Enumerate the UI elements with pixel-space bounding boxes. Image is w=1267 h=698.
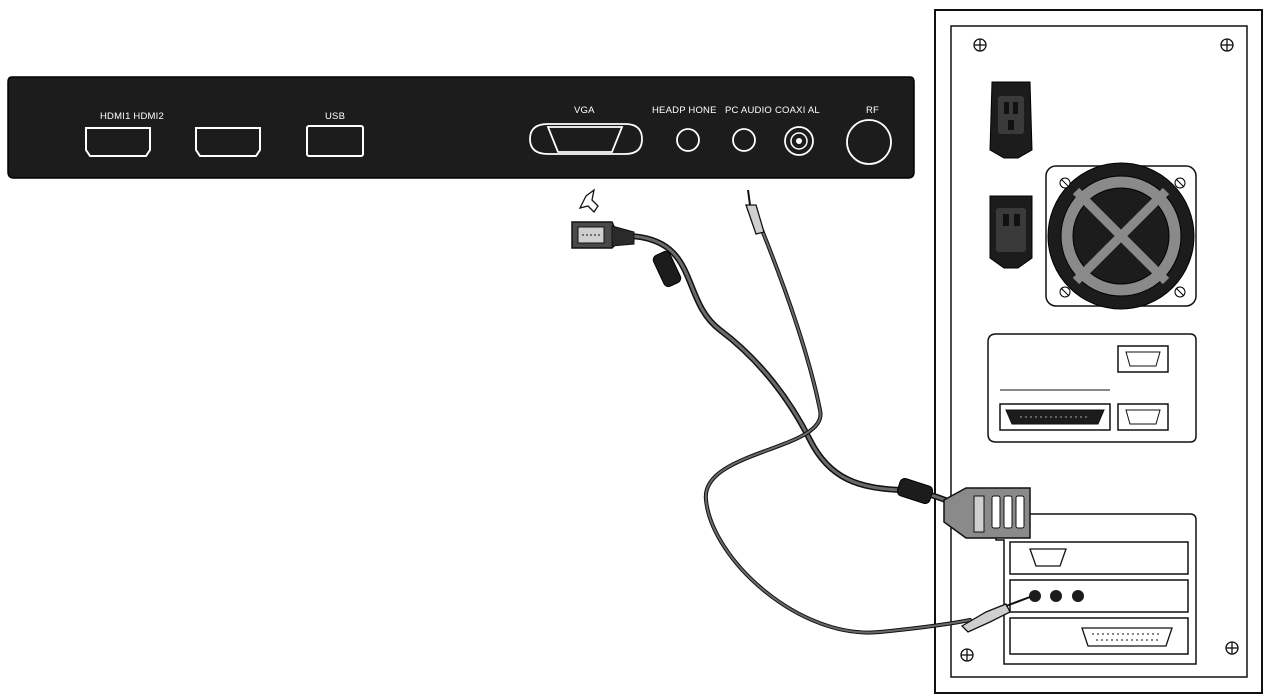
- coaxial-jack: [784, 126, 814, 156]
- power-socket-icon: [989, 195, 1033, 269]
- vga-plug-tv: [571, 221, 635, 249]
- pc-audio-jack: [732, 128, 756, 152]
- ferrite-bead: [896, 477, 934, 505]
- audio-plug-tv: [745, 189, 765, 235]
- label-coaxial: COAXI AL: [775, 105, 820, 116]
- ferrite-bead: [652, 250, 682, 288]
- vga-port: [529, 123, 643, 155]
- parallel-port: [999, 403, 1111, 431]
- audio-jack: [1050, 590, 1062, 602]
- usb-port: [306, 125, 364, 157]
- audio-jack: [1029, 590, 1041, 602]
- tv-panel-body: [7, 76, 915, 179]
- hdmi1-port: [85, 127, 151, 157]
- headphone-jack: [676, 128, 700, 152]
- label-usb: USB: [325, 111, 345, 122]
- insert-arrow-icon: [578, 188, 599, 214]
- label-pc-audio: PC AUDIO: [725, 105, 772, 116]
- tv-back-panel: HDMI1 HDMI2 USB VGA HEADP HONE PC AUDIO …: [7, 76, 915, 179]
- rf-jack: [846, 119, 892, 165]
- label-hdmi: HDMI1 HDMI2: [100, 111, 164, 122]
- screw-icon: [973, 38, 987, 52]
- expansion-slots: [995, 513, 1197, 665]
- sound-card-slot: [1009, 579, 1189, 613]
- audio-jack: [1072, 590, 1084, 602]
- screw-icon: [1220, 38, 1234, 52]
- label-headphone: HEADP HONE: [652, 105, 717, 116]
- hdmi2-port: [195, 127, 261, 157]
- fan-grille-icon: [1045, 162, 1197, 310]
- screw-icon: [960, 648, 974, 662]
- vga-card-slot: [1009, 541, 1189, 575]
- pc-tower-back: [934, 9, 1263, 694]
- audio-cable: [703, 228, 972, 635]
- db25-card-slot: [1009, 617, 1189, 655]
- screw-icon: [1225, 641, 1239, 655]
- vga-plug-pc: [943, 487, 1031, 539]
- io-panel: [987, 333, 1197, 443]
- power-socket-icon: [989, 81, 1033, 159]
- serial-port: [1117, 345, 1169, 373]
- audio-plug-pc: [960, 596, 1031, 633]
- serial-port: [1117, 403, 1169, 431]
- label-rf: RF: [866, 105, 879, 116]
- label-vga: VGA: [574, 105, 595, 116]
